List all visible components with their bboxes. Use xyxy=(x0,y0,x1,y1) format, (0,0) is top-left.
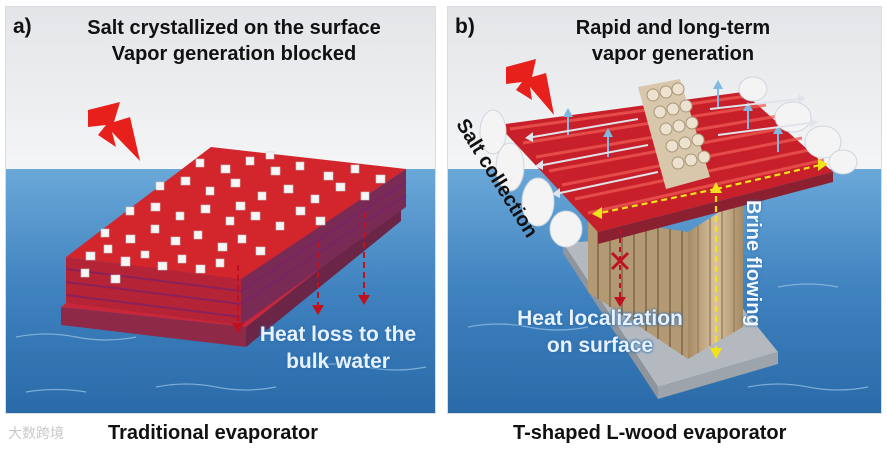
panel-b-title-line2: vapor generation xyxy=(508,41,838,67)
panel-a-title: Salt crystallized on the surface Vapor g… xyxy=(44,15,424,67)
watermark: 大数跨境 xyxy=(8,423,64,443)
heat-localization-line2: on surface xyxy=(500,332,700,359)
heat-localization-line1: Heat localization xyxy=(500,305,700,332)
brine-flowing-label: Brine flowing xyxy=(741,200,764,327)
panel-a-caption: Traditional evaporator xyxy=(108,422,318,445)
panel-a-title-line2: Vapor generation blocked xyxy=(44,41,424,67)
heat-loss-line2: bulk water xyxy=(244,348,432,375)
heat-loss-line1: Heat loss to the xyxy=(244,321,432,348)
panel-a-title-line1: Salt crystallized on the surface xyxy=(44,15,424,41)
panel-a-label: a) xyxy=(13,15,32,39)
panel-b: b) Rapid and long-term vapor generation … xyxy=(447,6,882,414)
heat-localization-label: Heat localization on surface xyxy=(500,305,700,359)
panel-b-title: Rapid and long-term vapor generation xyxy=(508,15,838,67)
panel-b-title-line1: Rapid and long-term xyxy=(508,15,838,41)
heat-loss-label: Heat loss to the bulk water xyxy=(244,321,432,375)
panel-b-label: b) xyxy=(455,15,475,39)
panel-a: a) Salt crystallized on the surface Vapo… xyxy=(5,6,436,414)
panel-b-caption: T-shaped L-wood evaporator xyxy=(513,422,786,445)
